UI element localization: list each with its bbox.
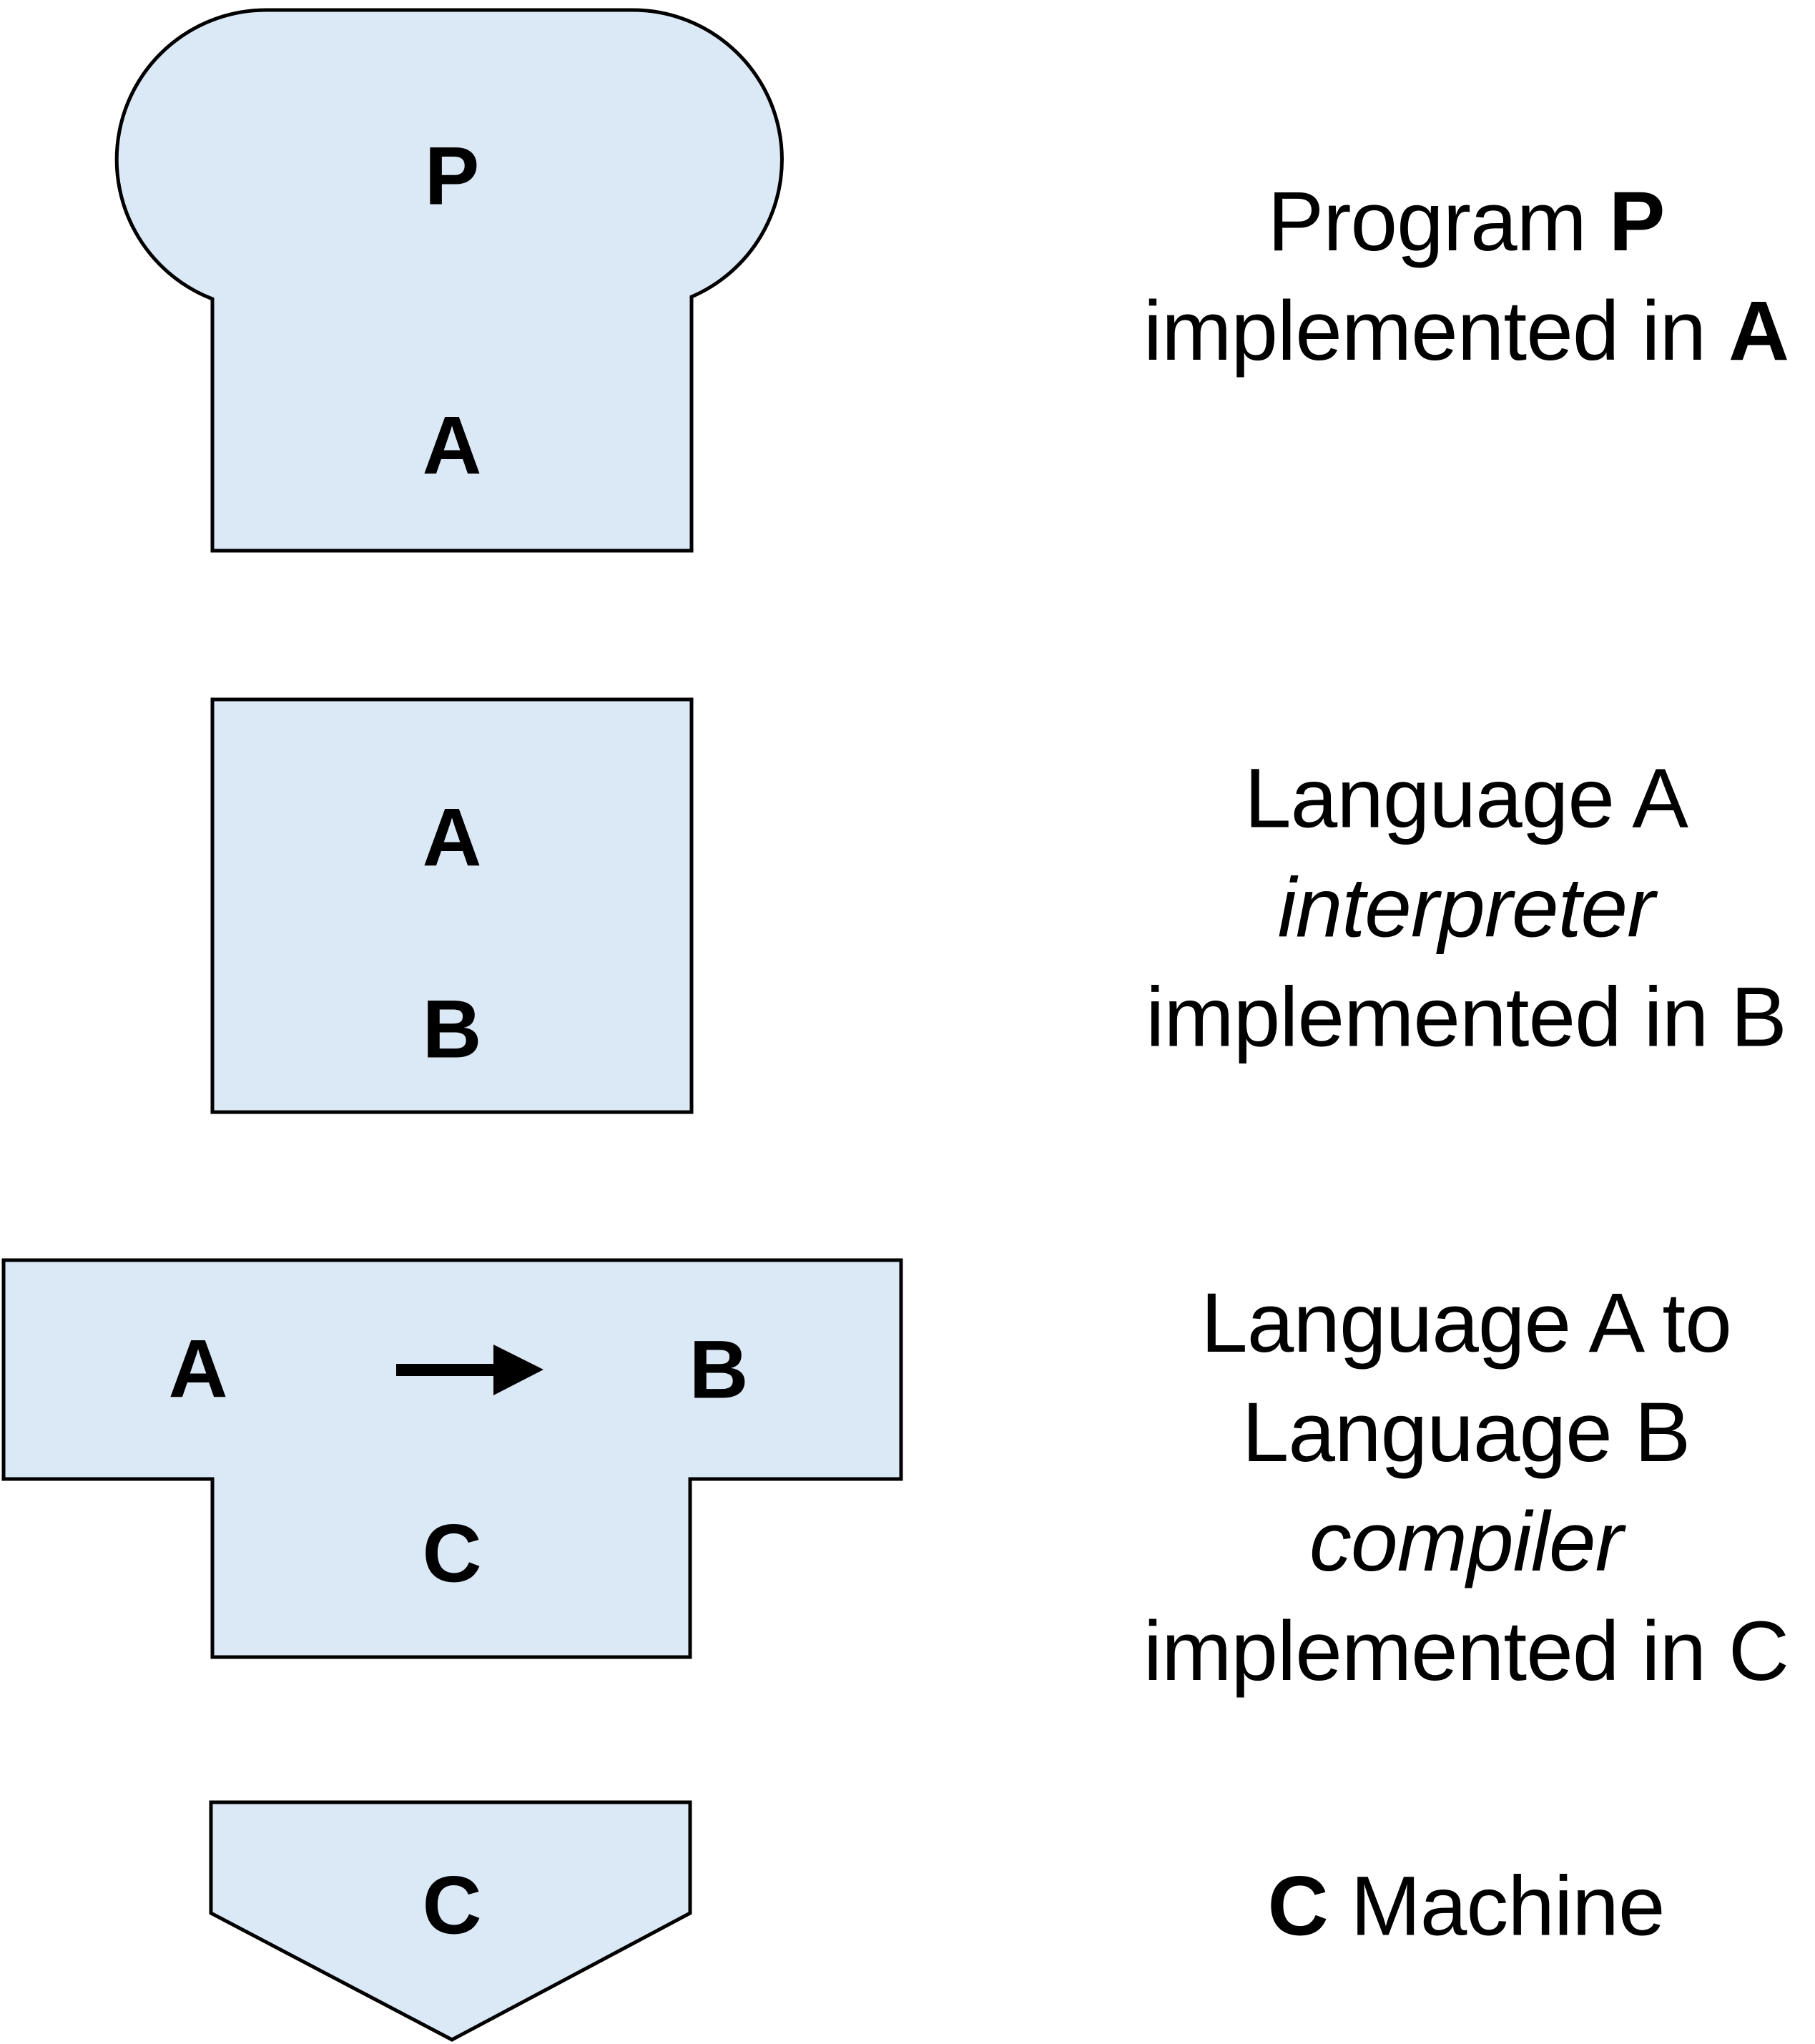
label-text-bold: C [1267,1859,1328,1954]
label-program-line1: Program P [1143,167,1789,277]
label-machine-line1: C Machine [1267,1852,1665,1962]
machine-pentagon-shape [209,1800,692,2042]
label-compiler-line3: compiler [1309,1495,1623,1589]
label-program-line2: implemented in A [1143,277,1789,386]
label-machine: C Machine [1267,1852,1665,1962]
program-tombstone-shape [114,8,784,553]
interpreter-shape-letter-a: A [422,792,482,884]
compiler-t-shape [1,1258,903,1659]
compiler-shape-letter-c: C [422,1508,482,1600]
compiler-shape-letter-a: A [168,1323,228,1415]
label-compiler: Language A to Language B compiler implem… [1143,1269,1789,1706]
label-compiler-line2: Language B [1241,1385,1691,1480]
compiler-shape-letter-b: B [689,1324,749,1416]
label-interpreter: Language A interpreter implemented in B [1146,745,1787,1073]
label-interpreter-line2: interpreter [1277,860,1656,955]
label-text-bold: A [1728,284,1789,378]
label-interpreter-line1: Language A [1244,751,1688,846]
interpreter-shape-letter-b: B [422,983,482,1076]
label-text: implemented in [1143,284,1728,378]
interpreter-square-shape [210,697,694,1114]
label-program: Program P implemented in A [1143,167,1789,386]
program-shape-letter-a: A [422,400,482,492]
label-compiler-line1: Language A to [1201,1276,1732,1370]
machine-shape-letter-c: C [422,1859,482,1952]
shape-fill-group [1,8,903,2042]
label-compiler-line4: implemented in C [1143,1604,1789,1699]
label-interpreter-line3: implemented in B [1146,970,1787,1065]
program-shape-letter-p: P [424,130,480,222]
label-text-bold: P [1608,175,1666,269]
label-text: Machine [1327,1859,1665,1954]
right-arrow-icon [396,1345,543,1395]
label-text: Program [1267,175,1609,269]
